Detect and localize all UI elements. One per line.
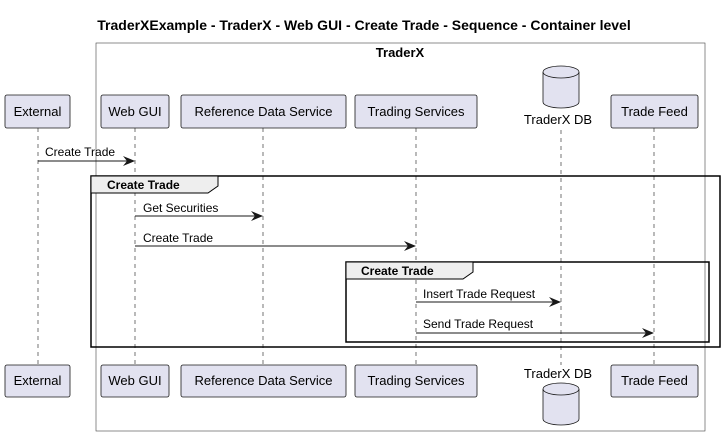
participant-label: Reference Data Service — [194, 104, 332, 119]
participant-reference-data-service: Reference Data Service — [180, 364, 347, 398]
participant-trading-services: Trading Services — [354, 364, 478, 398]
participant-label: Web GUI — [108, 104, 161, 119]
participant-web-gui: Web GUI — [100, 364, 170, 398]
participant-trade-feed: Trade Feed — [610, 94, 699, 129]
participant-label: Trade Feed — [621, 104, 688, 119]
participant-label: Reference Data Service — [194, 373, 332, 388]
participant-label: Trading Services — [367, 104, 465, 119]
database-icon — [542, 65, 580, 109]
participant-traderx-db: TraderX DB — [524, 366, 592, 426]
group-label: Create Trade — [361, 264, 434, 278]
participant-external: External — [4, 94, 71, 129]
database-icon — [542, 382, 580, 426]
message-create-trade-external: Create Trade — [38, 145, 135, 166]
message-label: Send Trade Request — [423, 317, 534, 331]
participant-label: TraderX DB — [524, 112, 592, 127]
participants-top: External Web GUI Reference Data Service … — [4, 65, 699, 129]
message-label: Create Trade — [45, 145, 115, 159]
participant-reference-data-service: Reference Data Service — [180, 94, 347, 129]
group-create-trade-inner: Create Trade — [345, 261, 710, 343]
participant-label: Trade Feed — [621, 373, 688, 388]
participants-bottom: External Web GUI Reference Data Service … — [4, 364, 699, 426]
participant-label: External — [14, 373, 62, 388]
participant-trade-feed: Trade Feed — [610, 364, 699, 398]
participant-label: External — [14, 104, 62, 119]
participant-traderx-db: TraderX DB — [524, 65, 592, 127]
lifelines — [37, 128, 655, 365]
message-insert-trade-request: Insert Trade Request — [416, 287, 561, 307]
boundary-label: TraderX — [376, 45, 425, 60]
message-label: Get Securities — [143, 201, 218, 215]
participant-external: External — [4, 364, 71, 398]
participant-label: Web GUI — [108, 373, 161, 388]
message-label: Insert Trade Request — [423, 287, 536, 301]
participant-label: Trading Services — [367, 373, 465, 388]
message-send-trade-request: Send Trade Request — [416, 317, 654, 338]
participant-trading-services: Trading Services — [354, 94, 478, 129]
traderx-boundary — [95, 42, 706, 432]
diagram-title: TraderXExample - TraderX - Web GUI - Cre… — [97, 17, 630, 33]
message-get-securities: Get Securities — [135, 201, 263, 221]
participant-web-gui: Web GUI — [100, 94, 170, 129]
group-create-trade-outer: Create Trade — [90, 175, 721, 348]
group-label: Create Trade — [107, 178, 180, 192]
message-create-trade-trading: Create Trade — [135, 231, 416, 251]
participant-label: TraderX DB — [524, 366, 592, 381]
message-label: Create Trade — [143, 231, 213, 245]
